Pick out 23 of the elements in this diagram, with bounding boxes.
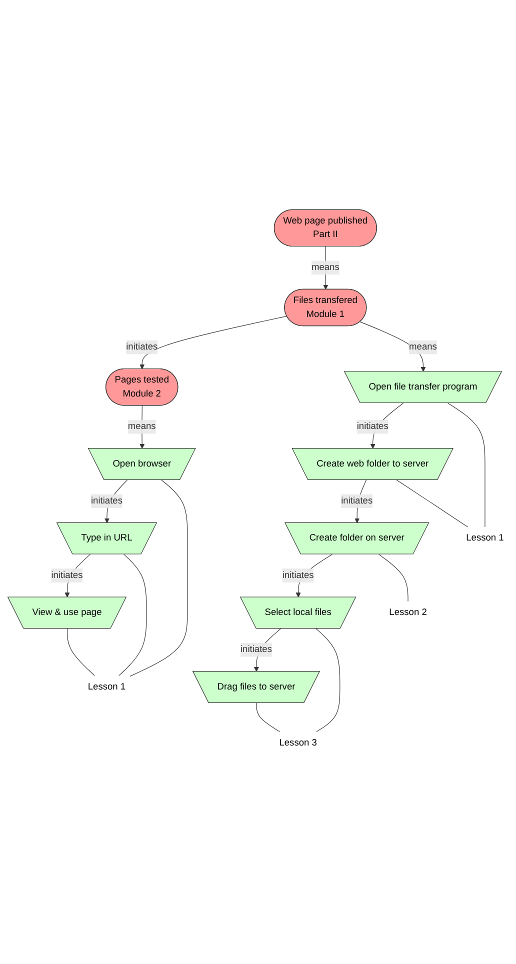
edge-label: means xyxy=(128,422,156,432)
node-text: Lesson 2 xyxy=(389,607,427,618)
connector xyxy=(66,628,95,676)
edge-label: initiates xyxy=(341,496,373,506)
connector xyxy=(378,554,408,602)
edge-label: initiates xyxy=(282,570,314,580)
node-text: Lesson 1 xyxy=(88,682,126,692)
edge-label: means xyxy=(311,262,340,272)
connector xyxy=(396,480,468,528)
connector xyxy=(256,702,280,732)
edge-label: initiates xyxy=(240,644,272,654)
edge-label: initiates xyxy=(90,496,122,506)
connector xyxy=(118,554,147,676)
edge-label: initiates xyxy=(51,570,83,580)
edge-label: initiates xyxy=(356,422,388,432)
arrow xyxy=(140,316,288,370)
connector xyxy=(130,480,188,677)
connector xyxy=(447,402,486,528)
node-text: Lesson 1 xyxy=(466,533,504,543)
edge-label: initiates xyxy=(126,342,158,352)
node-text: Lesson 3 xyxy=(279,738,317,748)
edge-label: means xyxy=(409,342,437,352)
connector xyxy=(316,628,340,732)
